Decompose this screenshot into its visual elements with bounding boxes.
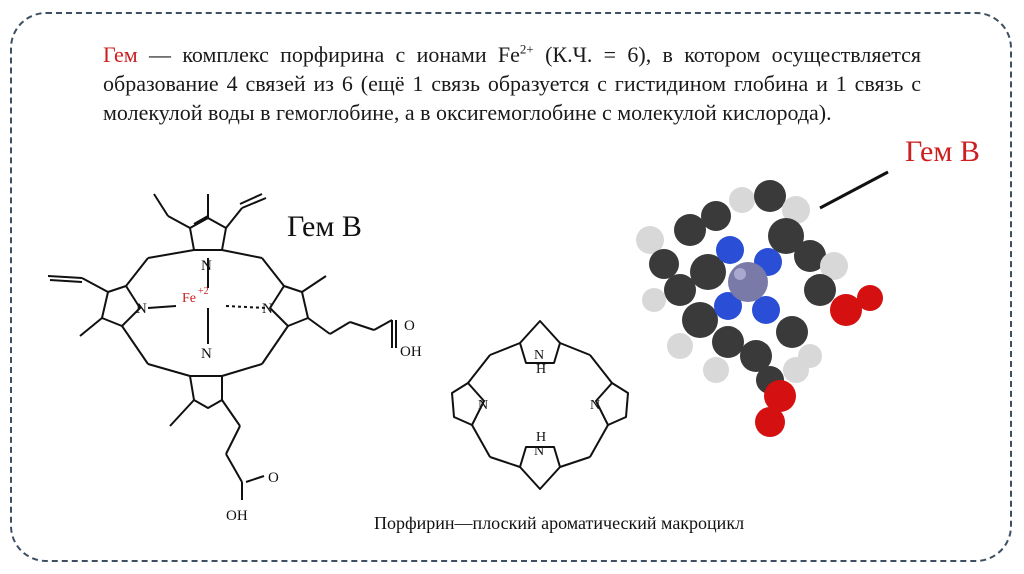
heme-fe-charge: +2 (198, 286, 209, 297)
description-text-2: (К.Ч. = 6), в котором осуществляется обр… (103, 42, 921, 125)
iron-charge: 2+ (519, 41, 534, 57)
heme-3d-model (636, 170, 889, 437)
porphyrin-h-bottom: H (536, 430, 546, 445)
heme-oh-right: OH (400, 344, 422, 360)
heme-structural-formula: N N N N OH O OH O Fe +2 (47, 193, 422, 524)
heme-description-paragraph: Гем — комплекс порфирина с ионами Fe2+ (… (103, 40, 921, 127)
porphyrin-n-bottom: N (534, 444, 544, 459)
heme-structure-title: Гем В (287, 210, 362, 243)
model-pointer-line (819, 170, 889, 210)
porphyrin-n-left: N (478, 398, 488, 413)
heme-n-top: N (201, 258, 212, 274)
heme-fe-label: Fe (182, 291, 196, 306)
porphyrin-n-right: N (590, 398, 600, 413)
heme-n-right: N (262, 301, 273, 317)
porphyrin-n-top: N (534, 348, 544, 363)
heme-n-left: N (136, 301, 147, 317)
heme-n-bottom: N (201, 346, 212, 362)
heme-term: Гем (103, 42, 138, 67)
heme-o-right: O (404, 318, 415, 334)
description-text-1: — комплекс порфирина с ионами (137, 42, 498, 67)
slide-frame (10, 12, 1012, 562)
porphyrin-caption: Порфирин—плоский ароматический макроцикл (374, 513, 745, 533)
porphyrin-structure: N H N N H N (451, 320, 629, 490)
model-atoms (636, 180, 883, 437)
heme-oh-bottom: OH (226, 508, 248, 524)
heme-o-bottom: O (268, 470, 279, 486)
porphyrin-h-top: H (536, 362, 546, 377)
iron-ion: Fe (497, 42, 520, 67)
heme-3d-title: Гем В (905, 135, 980, 168)
